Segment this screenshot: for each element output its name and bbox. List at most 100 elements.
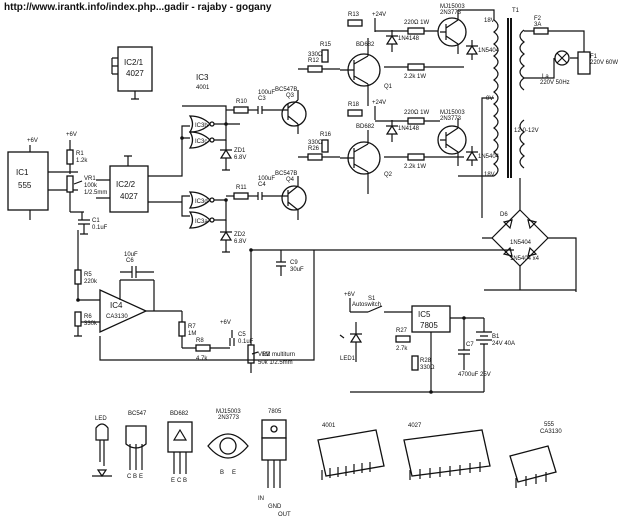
s1-switch: S1 Autoswitch xyxy=(350,296,412,313)
svg-text:C9: C9 xyxy=(290,260,298,266)
q2-transistor: BD682 Q2 xyxy=(340,124,393,194)
svg-text:4.7k: 4.7k xyxy=(196,356,208,362)
svg-text:4700uF 25V: 4700uF 25V xyxy=(458,372,491,378)
lamp: La 220V 50Hz xyxy=(540,50,570,86)
ic5-regulator: IC5 7805 xyxy=(411,305,484,392)
svg-text:IC4: IC4 xyxy=(110,301,123,310)
pkg-555: 555 CA3130 xyxy=(509,422,562,488)
svg-text:IC5: IC5 xyxy=(418,310,431,319)
q3-transistor: Q3 BC547B xyxy=(274,87,307,134)
svg-text:R11: R11 xyxy=(236,185,247,191)
svg-text:GND: GND xyxy=(268,504,282,510)
mains-plug: F1 220V 60W xyxy=(577,51,618,75)
svg-text:C3: C3 xyxy=(258,96,266,102)
svg-text:100k: 100k xyxy=(84,183,98,189)
ic3-part: 4001 xyxy=(196,85,210,91)
svg-text:E: E xyxy=(232,470,236,476)
svg-text:BD682: BD682 xyxy=(170,411,189,417)
svg-text:IC2/1: IC2/1 xyxy=(124,58,144,67)
ic4-opamp: IC4 CA3130 xyxy=(78,279,182,334)
svg-text:Q1: Q1 xyxy=(384,84,393,90)
r24-resistor: 2.2k 1W xyxy=(384,153,464,170)
svg-text:C1: C1 xyxy=(92,218,100,224)
svg-text:1M: 1M xyxy=(188,331,196,337)
d1b-diode: 1N4148 xyxy=(385,120,420,142)
svg-text:Q4: Q4 xyxy=(286,177,295,183)
r26-resistor: R26 330Ω xyxy=(298,140,340,161)
svg-text:7805: 7805 xyxy=(268,409,282,415)
zd1-zener: ZD1 6.8V xyxy=(219,140,246,171)
svg-text:330Ω: 330Ω xyxy=(308,52,323,58)
ic2-2-block: IC2/2 4027 xyxy=(96,155,172,213)
c4-capacitor: C4 100uF xyxy=(257,176,275,200)
r11-resistor: R11 xyxy=(226,185,258,200)
svg-text:1M multiturn: 1M multiturn xyxy=(262,352,295,358)
pkg-led: LED xyxy=(92,416,112,478)
svg-text:R8: R8 xyxy=(196,338,204,344)
svg-text:1N5404: 1N5404 xyxy=(478,48,500,54)
svg-text:R7: R7 xyxy=(188,324,196,330)
svg-text:BC547: BC547 xyxy=(128,411,147,417)
nor-gate-c: IC3c xyxy=(188,131,215,149)
svg-text:4001: 4001 xyxy=(322,423,336,429)
svg-text:IC3d: IC3d xyxy=(195,199,208,205)
svg-text:18V: 18V xyxy=(484,172,495,178)
svg-text:CA3130: CA3130 xyxy=(540,429,562,435)
svg-text:220V 50Hz: 220V 50Hz xyxy=(540,80,570,86)
svg-text:1.2k: 1.2k xyxy=(76,158,88,164)
svg-text:1N5404 x4: 1N5404 x4 xyxy=(510,256,540,262)
svg-text:3A: 3A xyxy=(534,22,541,28)
r16-resistor: R16 xyxy=(320,132,332,153)
svg-text:100uF: 100uF xyxy=(258,176,275,182)
source-url: http://www.irantk.info/index.php...gadir… xyxy=(4,2,272,13)
svg-text:D6: D6 xyxy=(500,212,508,218)
r23-resistor: 2.2k 1W xyxy=(384,63,464,80)
q1-transistor: BD682 Q1 xyxy=(340,38,393,106)
svg-text:IC2/2: IC2/2 xyxy=(116,180,136,189)
c7-capacitor: C7 4700uF 25V xyxy=(458,318,491,378)
r21-resistor: 220Ω 1W xyxy=(375,20,440,35)
svg-text:C5: C5 xyxy=(238,332,246,338)
pkg-4027: 4027 xyxy=(403,423,491,480)
d5b-diode: 1N5404 xyxy=(465,146,500,166)
c6-capacitor: C6 10uF xyxy=(120,252,154,278)
r10-resistor: R10 xyxy=(226,99,258,114)
svg-text:IC3b: IC3b xyxy=(195,123,208,129)
zd2-zener: ZD2 6.8V xyxy=(219,220,246,253)
svg-text:24V 40A: 24V 40A xyxy=(492,341,515,347)
q5-transistor: MJ15003 2N3773 xyxy=(437,4,467,54)
svg-text:IC1: IC1 xyxy=(16,168,29,177)
svg-text:Autoswitch: Autoswitch xyxy=(352,302,381,308)
vr1-potentiometer: VR1 100k 1/2.5mm xyxy=(66,175,107,220)
plus24v-b: +24V xyxy=(372,100,386,106)
r28-resistor: R28 330Ω xyxy=(411,355,435,371)
svg-text:2.7k: 2.7k xyxy=(396,346,408,352)
svg-text:+6V: +6V xyxy=(27,138,38,144)
ic2-1-block: IC2/1 4027 xyxy=(111,46,153,100)
svg-text:18V: 18V xyxy=(484,18,495,24)
svg-text:1N4148: 1N4148 xyxy=(398,126,420,132)
r8-resistor: R8 4.7k xyxy=(182,338,230,362)
r12-resistor: R12 330Ω xyxy=(298,52,340,73)
svg-text:10uF: 10uF xyxy=(124,252,138,258)
svg-text:R18: R18 xyxy=(348,102,360,108)
svg-text:IC3a: IC3a xyxy=(195,219,208,225)
c5-capacitor: C5 0.1uF xyxy=(229,330,254,346)
svg-text:B1: B1 xyxy=(492,334,500,340)
svg-text:330Ω: 330Ω xyxy=(308,140,323,146)
svg-text:220k: 220k xyxy=(84,279,98,285)
r27-resistor: R27 2.7k xyxy=(395,328,411,352)
r6-resistor: R6 330k xyxy=(74,311,98,337)
ic1-555-block: IC1 555 +6V xyxy=(7,138,78,220)
svg-text:R15: R15 xyxy=(320,42,332,48)
svg-text:50k 1/2.5mm: 50k 1/2.5mm xyxy=(258,360,293,366)
r15-resistor: R15 xyxy=(320,42,332,63)
c9-capacitor: C9 30uF xyxy=(276,250,304,276)
svg-text:B: B xyxy=(133,474,137,480)
ic3-label: IC3 xyxy=(196,73,209,82)
svg-text:1/2.5mm: 1/2.5mm xyxy=(84,190,107,196)
svg-text:CA3130: CA3130 xyxy=(106,314,128,320)
svg-text:B: B xyxy=(220,470,224,476)
svg-text:La: La xyxy=(542,74,549,80)
svg-text:MJ15003: MJ15003 xyxy=(216,409,241,415)
